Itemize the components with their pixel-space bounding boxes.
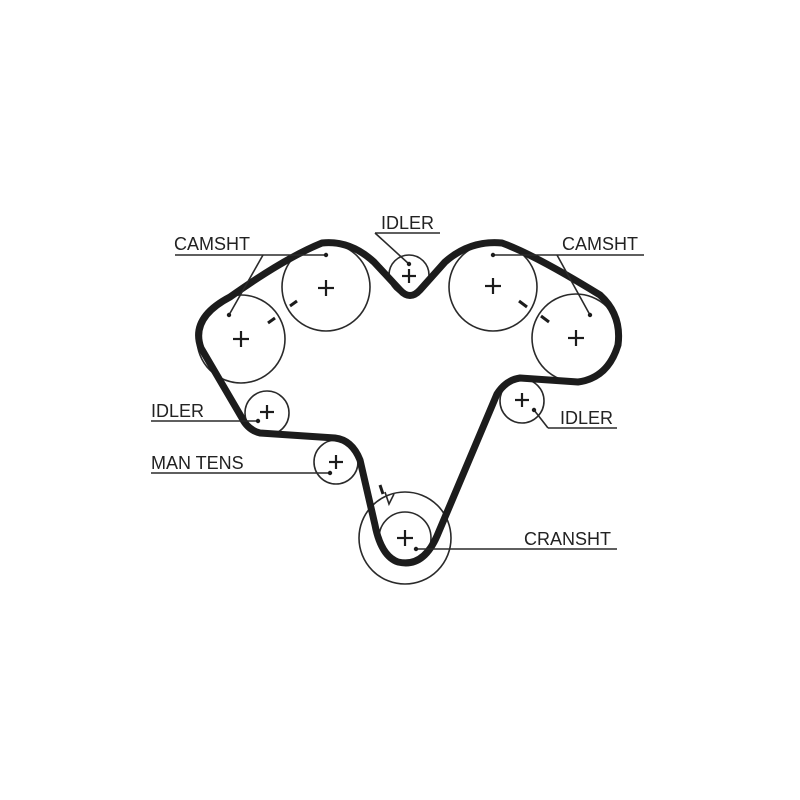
crankshaft-pulley-outer [358, 491, 452, 585]
label-camsht-left: CAMSHT [174, 234, 250, 254]
leader-cranksht [413, 546, 617, 552]
timing-mark-camshaft-left-inner [289, 299, 298, 308]
label-idler-right: IDLER [560, 408, 613, 428]
pulley-hub-crosses [233, 269, 584, 546]
hub-cross-crankshaft [397, 530, 413, 546]
leader-lines [151, 232, 644, 552]
hub-cross-idler-right [515, 393, 529, 407]
timing-mark-crankshaft-notch [384, 491, 395, 507]
hub-cross-idler-left [260, 405, 274, 419]
label-idler-top: IDLER [381, 213, 434, 233]
labels: CAMSHT CAMSHT IDLER IDLER IDLER MAN TENS… [151, 213, 638, 549]
leader-idler-right [531, 407, 617, 429]
timing-belt [195, 239, 623, 567]
leader-camsht-right [490, 252, 644, 318]
hub-cross-idler-top [402, 269, 416, 283]
leader-man-tens [151, 470, 333, 476]
hub-cross-camshaft-right-outer [568, 330, 584, 346]
timing-mark-camshaft-left-outer [267, 316, 276, 325]
hub-cross-camshaft-right-inner [485, 278, 501, 294]
timing-mark-camshaft-right-inner [518, 299, 528, 309]
label-idler-left: IDLER [151, 401, 204, 421]
timing-mark-camshaft-right-outer [540, 314, 550, 324]
label-cranksht: CRANSHT [524, 529, 611, 549]
timing-mark-crankshaft-belt [378, 484, 385, 495]
label-camsht-right: CAMSHT [562, 234, 638, 254]
hub-cross-camshaft-left-inner [318, 280, 334, 296]
leader-idler-top [374, 232, 440, 267]
leader-camsht-left [175, 252, 329, 318]
hub-cross-manual-tensioner [329, 455, 343, 469]
timing-marks [267, 299, 550, 507]
leader-idler-left [151, 418, 261, 424]
label-man-tens: MAN TENS [151, 453, 244, 473]
hub-cross-camshaft-left-outer [233, 331, 249, 347]
